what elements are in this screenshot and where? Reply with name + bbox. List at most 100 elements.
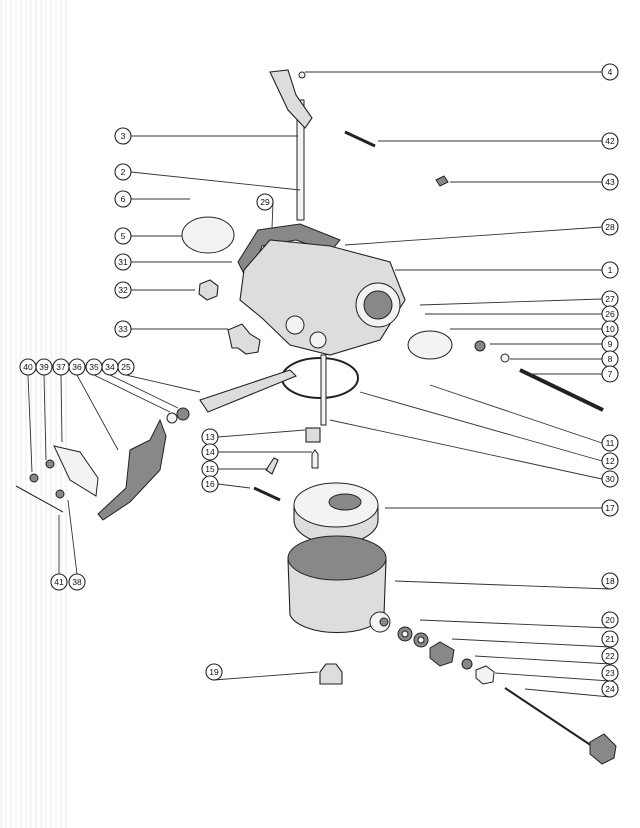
callout-label: 25 xyxy=(121,362,131,372)
leader-line-29 xyxy=(271,201,274,229)
callout-33: 33 xyxy=(114,320,132,338)
callout-circle xyxy=(601,218,619,236)
jet-43 xyxy=(435,175,449,187)
callout-circle xyxy=(50,573,68,591)
callout-label: 21 xyxy=(605,634,615,644)
callout-35: 35 xyxy=(85,358,103,376)
callout-37: 37 xyxy=(52,358,70,376)
leader-line-25 xyxy=(125,374,201,393)
leader-line-12 xyxy=(359,391,603,462)
callout-label: 26 xyxy=(605,309,615,319)
callout-circle xyxy=(201,475,219,493)
callout-circle xyxy=(117,358,135,376)
callout-label: 18 xyxy=(605,576,615,586)
callout-circle xyxy=(601,261,619,279)
callout-36: 36 xyxy=(68,358,86,376)
callout-circle xyxy=(114,281,132,299)
fitting-21 xyxy=(429,641,455,667)
callout-circle xyxy=(601,630,619,648)
callout-label: 5 xyxy=(121,231,126,241)
needle-7 xyxy=(519,368,604,412)
lever-25 xyxy=(199,369,297,413)
leader-line-35 xyxy=(93,374,171,413)
fitting-33 xyxy=(227,323,261,355)
callout-circle xyxy=(601,63,619,81)
pin-42 xyxy=(344,130,376,148)
leader-line-19 xyxy=(213,671,319,681)
callout-label: 34 xyxy=(105,362,115,372)
callout-label: 24 xyxy=(605,684,615,694)
leader-line-24 xyxy=(524,688,611,698)
shaft-30 xyxy=(320,354,327,426)
leader-line-16 xyxy=(217,483,251,489)
callout-circle xyxy=(601,470,619,488)
callout-40: 40 xyxy=(19,358,37,376)
nut-32 xyxy=(198,279,219,301)
callout-label: 33 xyxy=(118,324,128,334)
callout-9: 9 xyxy=(601,335,619,353)
callout-43: 43 xyxy=(601,173,619,191)
callout-circle xyxy=(601,365,619,383)
callout-circle xyxy=(68,358,86,376)
callout-circle xyxy=(114,127,132,145)
leader-line-21 xyxy=(451,638,611,648)
callout-label: 22 xyxy=(605,651,615,661)
callout-4: 4 xyxy=(601,63,619,81)
callout-label: 15 xyxy=(205,464,215,474)
callout-15: 15 xyxy=(201,460,219,478)
callout-label: 31 xyxy=(118,257,128,267)
callout-7: 7 xyxy=(601,365,619,383)
callout-circle xyxy=(601,434,619,452)
leader-line-37 xyxy=(60,374,63,443)
callout-24: 24 xyxy=(601,680,619,698)
leader-line-11 xyxy=(429,384,603,444)
callout-label: 29 xyxy=(260,197,270,207)
callout-circle xyxy=(601,452,619,470)
callout-circle xyxy=(601,572,619,590)
callout-25: 25 xyxy=(117,358,135,376)
scan-noise xyxy=(0,0,70,828)
callout-circle xyxy=(601,173,619,191)
callout-29: 29 xyxy=(256,193,274,211)
callout-32: 32 xyxy=(114,281,132,299)
callout-20: 20 xyxy=(601,611,619,629)
callout-17: 17 xyxy=(601,499,619,517)
callout-label: 4 xyxy=(608,67,613,77)
seat-13 xyxy=(305,427,321,443)
leader-line-27 xyxy=(419,298,603,306)
leader-line-18 xyxy=(394,580,611,590)
callout-31: 31 xyxy=(114,253,132,271)
callout-6: 6 xyxy=(114,190,132,208)
callout-27: 27 xyxy=(601,290,619,308)
callout-label: 43 xyxy=(605,177,615,187)
callout-label: 39 xyxy=(39,362,49,372)
callout-26: 26 xyxy=(601,305,619,323)
callout-38: 38 xyxy=(68,573,86,591)
callout-circle xyxy=(114,163,132,181)
callout-circle xyxy=(601,647,619,665)
callout-label: 20 xyxy=(605,615,615,625)
leader-line-30 xyxy=(329,419,603,480)
callout-16: 16 xyxy=(201,475,219,493)
callout-circle xyxy=(601,611,619,629)
callout-label: 41 xyxy=(54,577,64,587)
callout-circle xyxy=(114,190,132,208)
callout-label: 27 xyxy=(605,294,615,304)
o-ring xyxy=(281,357,359,399)
callout-13: 13 xyxy=(201,428,219,446)
leader-line-23 xyxy=(494,672,611,682)
callout-label: 42 xyxy=(605,136,615,146)
diaphragm xyxy=(181,216,235,254)
callout-42: 42 xyxy=(601,132,619,150)
callout-circle xyxy=(114,320,132,338)
callout-28: 28 xyxy=(601,218,619,236)
callout-19: 19 xyxy=(205,663,223,681)
parts xyxy=(15,69,617,765)
plate xyxy=(407,330,453,360)
float xyxy=(293,482,379,545)
leader-line-20 xyxy=(419,619,611,629)
callout-label: 38 xyxy=(72,577,82,587)
callout-14: 14 xyxy=(201,443,219,461)
callout-39: 39 xyxy=(35,358,53,376)
